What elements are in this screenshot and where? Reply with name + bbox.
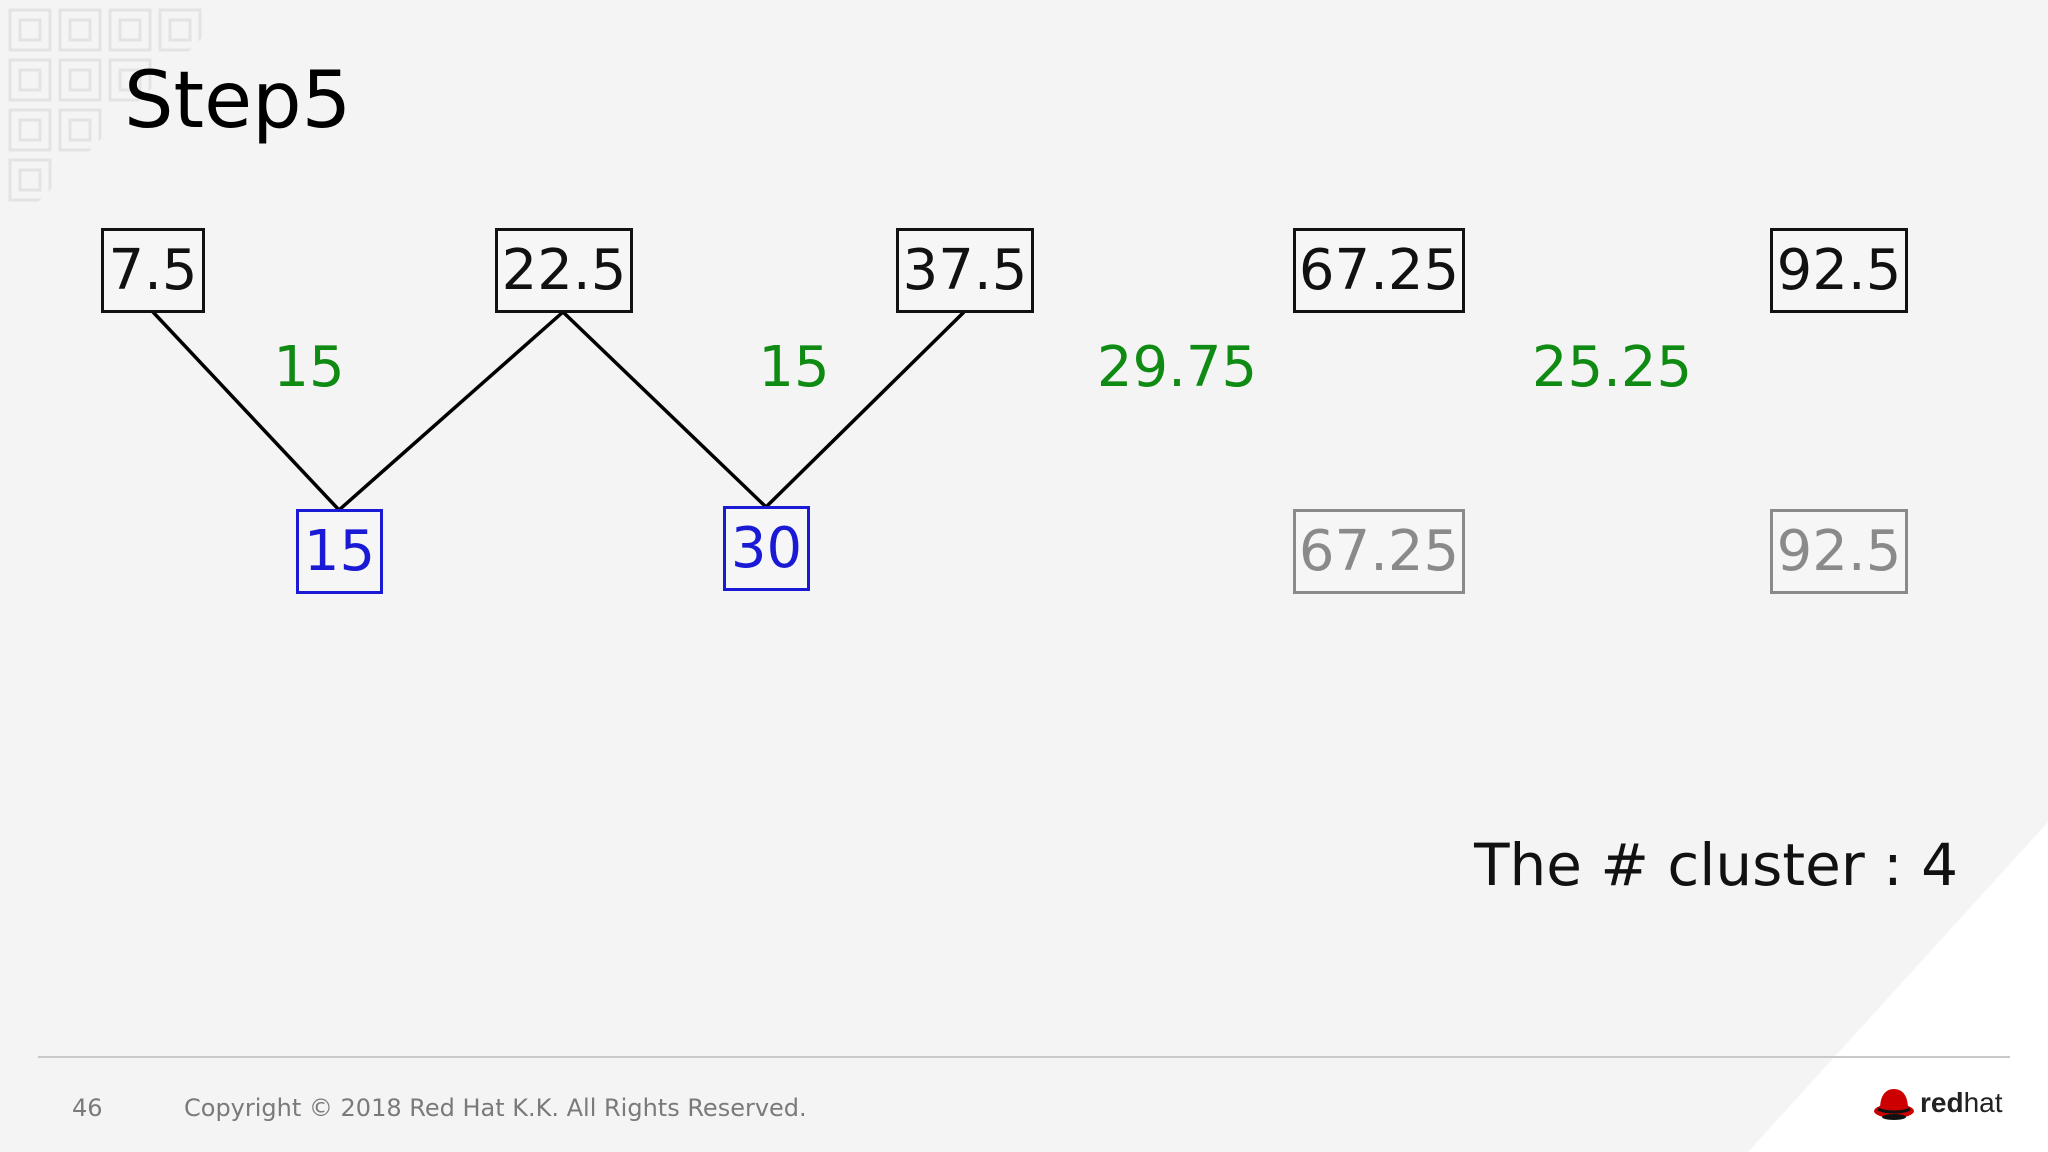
distance-label: 15 — [758, 335, 830, 400]
corner-triangle-decoration — [1748, 822, 2048, 1152]
slide-title: Step5 — [124, 56, 352, 146]
node-value: 22.5 — [501, 237, 627, 303]
node-box: 92.5 — [1770, 228, 1908, 313]
distance-label: 15 — [273, 335, 345, 400]
logo-text-regular: hat — [1963, 1087, 2003, 1118]
carried-node-value: 92.5 — [1776, 518, 1902, 584]
merged-node-value: 15 — [303, 518, 376, 584]
redhat-logo: redhat — [1872, 1078, 2008, 1128]
carried-node-box: 67.25 — [1293, 509, 1465, 594]
page-number: 46 — [72, 1094, 103, 1122]
footer-divider — [38, 1056, 2010, 1058]
copyright-text: Copyright © 2018 Red Hat K.K. All Rights… — [184, 1094, 807, 1122]
logo-text-bold: red — [1920, 1087, 1964, 1118]
node-box: 67.25 — [1293, 228, 1465, 313]
link-22.5-to-15 — [337, 310, 565, 512]
cluster-count-text: The # cluster : 4 — [1474, 831, 1958, 899]
logo-text: redhat — [1920, 1087, 2003, 1119]
node-box: 22.5 — [495, 228, 633, 313]
merged-node-box: 30 — [723, 506, 810, 591]
carried-node-box: 92.5 — [1770, 509, 1908, 594]
merged-node-value: 30 — [730, 515, 803, 581]
link-22.5-to-30 — [561, 310, 768, 509]
node-value: 37.5 — [902, 237, 1028, 303]
node-box: 7.5 — [101, 228, 205, 313]
corner-pattern — [8, 8, 202, 202]
merged-node-box: 15 — [296, 509, 383, 594]
distance-label: 25.25 — [1531, 335, 1693, 400]
redhat-shadowman-icon — [1874, 1089, 1914, 1120]
distance-label: 29.75 — [1096, 335, 1258, 400]
node-value: 7.5 — [108, 237, 198, 303]
node-box: 37.5 — [896, 228, 1034, 313]
link-7.5-to-15 — [151, 310, 341, 512]
carried-node-value: 67.25 — [1298, 518, 1460, 584]
node-value: 92.5 — [1776, 237, 1902, 303]
node-value: 67.25 — [1298, 237, 1460, 303]
link-37.5-to-30 — [764, 310, 966, 509]
